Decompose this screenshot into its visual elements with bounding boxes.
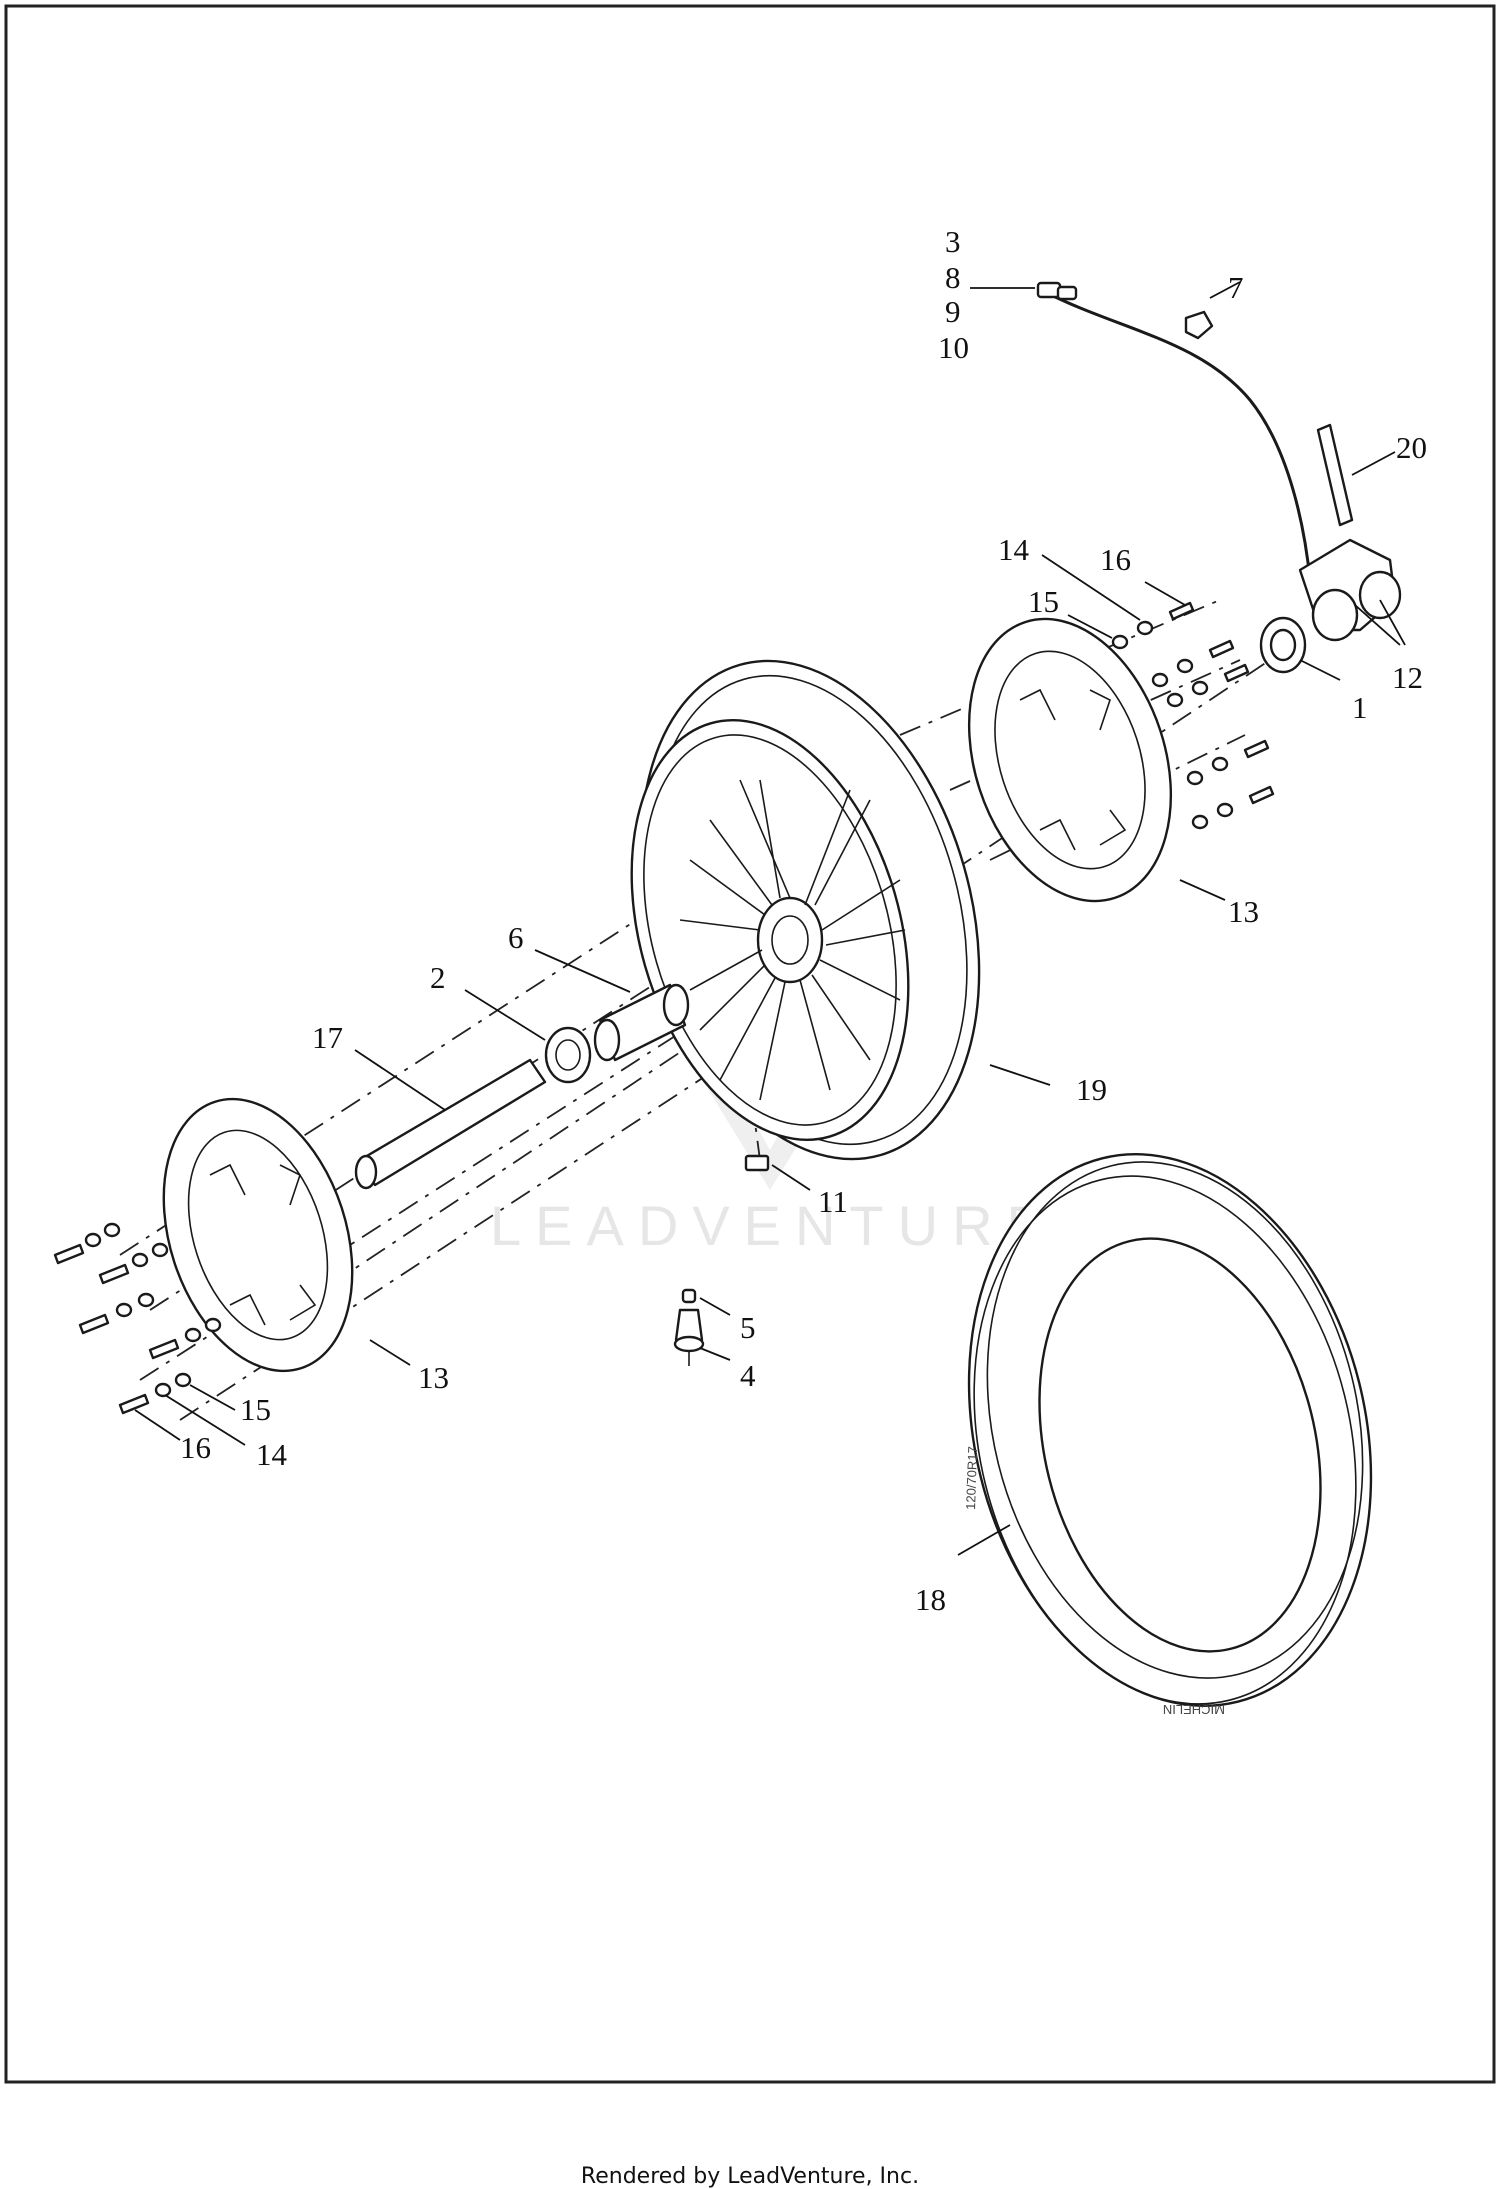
callout-16-right: 16 <box>1100 542 1131 577</box>
callout-14-right: 14 <box>998 532 1030 567</box>
speed-sensor-cable <box>1036 281 1312 581</box>
callout-13-right: 13 <box>1228 894 1259 929</box>
left-brake-disc <box>162 1097 354 1373</box>
callout-2: 2 <box>430 960 446 995</box>
callout-labels: 3 8 9 10 7 20 14 16 15 12 1 13 6 2 17 19… <box>180 224 1427 1617</box>
callout-9: 9 <box>945 294 961 329</box>
left-rotor-fasteners <box>53 1222 222 1415</box>
front-axle <box>354 1058 547 1190</box>
callout-15-left: 15 <box>240 1392 271 1427</box>
callout-14-left: 14 <box>256 1437 288 1472</box>
diagram-frame <box>4 4 1496 2084</box>
right-rotor-fasteners <box>1111 601 1275 830</box>
callout-17: 17 <box>312 1020 343 1055</box>
callout-12: 12 <box>1392 660 1423 695</box>
callout-6: 6 <box>508 920 524 955</box>
right-wheel-bearing <box>1259 616 1307 674</box>
callout-19: 19 <box>1076 1072 1107 1107</box>
callout-1: 1 <box>1352 690 1368 725</box>
front-tire: 120/70R17 MICHELIN <box>963 1153 1373 1717</box>
watermark-text: LEADVENTURE <box>490 1194 1058 1257</box>
render-credit: Rendered by LeadVenture, Inc. <box>580 2164 920 2189</box>
tire-size-marking: 120/70R17 <box>963 1446 980 1510</box>
callout-8: 8 <box>945 260 961 295</box>
right-brake-disc <box>967 617 1173 903</box>
cable-clip <box>1184 310 1214 340</box>
wheel-spacer <box>593 983 690 1062</box>
callout-16-left: 16 <box>180 1430 211 1465</box>
callout-18: 18 <box>915 1582 946 1617</box>
callout-11: 11 <box>818 1184 848 1219</box>
callout-5: 5 <box>740 1310 756 1345</box>
callout-3: 3 <box>945 224 961 259</box>
tire-brand-marking: MICHELIN <box>1163 1702 1225 1717</box>
balance-weight <box>744 1154 770 1172</box>
callout-15-right: 15 <box>1028 584 1059 619</box>
leader-lines <box>134 281 1406 1556</box>
left-wheel-bearing <box>544 1026 592 1084</box>
callout-7: 7 <box>1228 270 1244 305</box>
callout-10: 10 <box>938 330 969 365</box>
front-wheel-rim <box>630 659 981 1161</box>
sensor-bracket <box>1298 423 1402 642</box>
callout-20: 20 <box>1396 430 1427 465</box>
callout-4: 4 <box>740 1358 756 1393</box>
valve-stem <box>673 1288 705 1366</box>
callout-13-left: 13 <box>418 1360 449 1395</box>
